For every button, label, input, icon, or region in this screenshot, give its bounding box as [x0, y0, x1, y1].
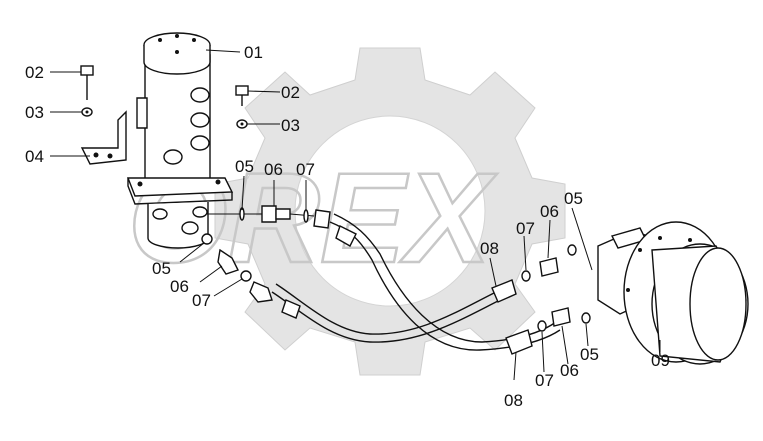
leader-lines [50, 49, 661, 381]
label-01: 01 [244, 43, 263, 62]
label-06-bottom: 06 [560, 361, 579, 380]
label-09: 09 [651, 351, 670, 370]
bolt-right [235, 85, 249, 129]
bolt-left [80, 65, 94, 117]
label-03-left: 03 [25, 103, 44, 122]
upper-fittings [206, 205, 331, 229]
label-07-right: 07 [516, 219, 535, 238]
label-06-right: 06 [540, 202, 559, 221]
part-labels: 01 02 03 04 02 03 05 06 07 05 06 07 08 0… [25, 43, 670, 410]
travel-motor [597, 221, 749, 365]
label-05-right: 05 [564, 189, 583, 208]
bracket [80, 110, 127, 165]
label-08-bottom: 08 [504, 391, 523, 410]
right-fittings [521, 244, 591, 332]
hoses [271, 213, 561, 355]
label-07-top: 07 [296, 160, 315, 179]
label-03-right: 03 [281, 116, 300, 135]
label-07-left: 07 [192, 291, 211, 310]
label-07-bottom: 07 [535, 371, 554, 390]
swivel-joint [126, 32, 234, 249]
label-02-right: 02 [281, 83, 300, 102]
label-06-top: 06 [264, 160, 283, 179]
label-05-top: 05 [235, 157, 254, 176]
label-04: 04 [25, 147, 44, 166]
label-08-top: 08 [480, 239, 499, 258]
label-05-left: 05 [152, 259, 171, 278]
label-06-left: 06 [170, 277, 189, 296]
lower-left-fittings [201, 233, 273, 303]
label-05-bottom: 05 [580, 345, 599, 364]
label-02-left: 02 [25, 63, 44, 82]
